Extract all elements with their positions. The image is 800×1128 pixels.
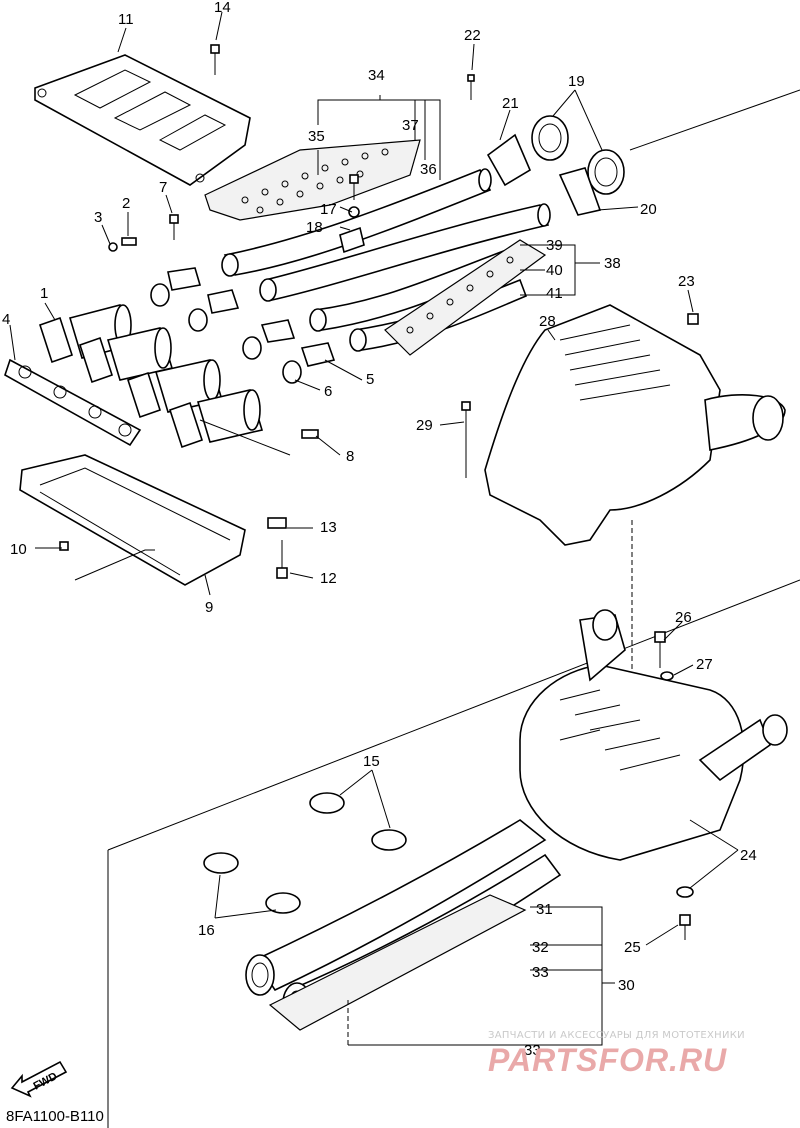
frame-lines: [107, 89, 800, 1128]
callout-20: 20: [640, 201, 657, 218]
callout-21: 21: [502, 95, 519, 112]
callout-22: 22: [464, 27, 481, 44]
exhaust-headers: [4, 304, 264, 449]
callout-12: 12: [320, 570, 337, 587]
callout-numbers: 1 2 3 4 5 6 7 8 9 10 11 12 13 14 15 16 1…: [2, 0, 757, 1059]
callout-30: 30: [618, 977, 635, 994]
diagram-code: 8FA1100-B110: [6, 1108, 104, 1125]
callout-10: 10: [10, 541, 27, 558]
callout-6: 6: [324, 383, 332, 400]
fwd-arrow-icon: FWD: [10, 1060, 68, 1098]
callout-41: 41: [546, 285, 563, 302]
callout-35: 35: [308, 128, 325, 145]
muffler-heat-cover: [484, 304, 786, 546]
callout-9: 9: [205, 599, 213, 616]
muffler-body: [203, 609, 788, 1031]
heat-protector-35: [204, 139, 421, 221]
callout-32: 32: [532, 939, 549, 956]
callout-8: 8: [346, 448, 354, 465]
upper-heat-cover: [34, 54, 251, 186]
callout-5: 5: [366, 371, 374, 388]
callout-19: 19: [568, 73, 585, 90]
fwd-label: FWD: [32, 1070, 60, 1092]
callout-18: 18: [306, 219, 323, 236]
callout-37: 37: [402, 117, 419, 134]
callout-29: 29: [416, 417, 433, 434]
callout-36: 36: [420, 161, 437, 178]
leader-lines: [9, 11, 739, 1046]
callout-40: 40: [546, 262, 563, 279]
callout-31: 31: [536, 901, 553, 918]
callout-16: 16: [198, 922, 215, 939]
callout-3: 3: [94, 209, 102, 226]
callout-33-lower: 33: [524, 1042, 541, 1059]
callout-38: 38: [604, 255, 621, 272]
watermark-tagline: ЗАПЧАСТИ И АКСЕССУАРЫ ДЛЯ МОТОТЕХНИКИ: [488, 1030, 745, 1041]
callout-14: 14: [214, 0, 231, 16]
callout-24: 24: [740, 847, 757, 864]
callout-11: 11: [118, 11, 134, 28]
bolt-14: [210, 44, 220, 75]
callout-4: 4: [2, 311, 10, 328]
fasteners: [108, 174, 699, 478]
callout-25: 25: [624, 939, 641, 956]
callout-28: 28: [539, 313, 556, 330]
callout-39: 39: [546, 237, 563, 254]
callout-15: 15: [363, 753, 380, 770]
watermark-logo: PARTSFOR.RU: [488, 1042, 728, 1078]
callout-2: 2: [122, 195, 130, 212]
callout-27: 27: [696, 656, 713, 673]
callout-17: 17: [320, 201, 337, 218]
heat-protector-39: [384, 239, 547, 356]
callout-33-upper: 33: [532, 964, 549, 981]
clamps: [150, 267, 336, 384]
callout-13: 13: [320, 519, 337, 536]
callout-26: 26: [675, 609, 692, 626]
lower-heat-cover: [19, 454, 288, 586]
joint-rings: [467, 74, 625, 216]
callout-7: 7: [159, 179, 167, 196]
callout-34: 34: [368, 67, 385, 84]
callout-23: 23: [678, 273, 695, 290]
callout-1: 1: [40, 285, 48, 302]
